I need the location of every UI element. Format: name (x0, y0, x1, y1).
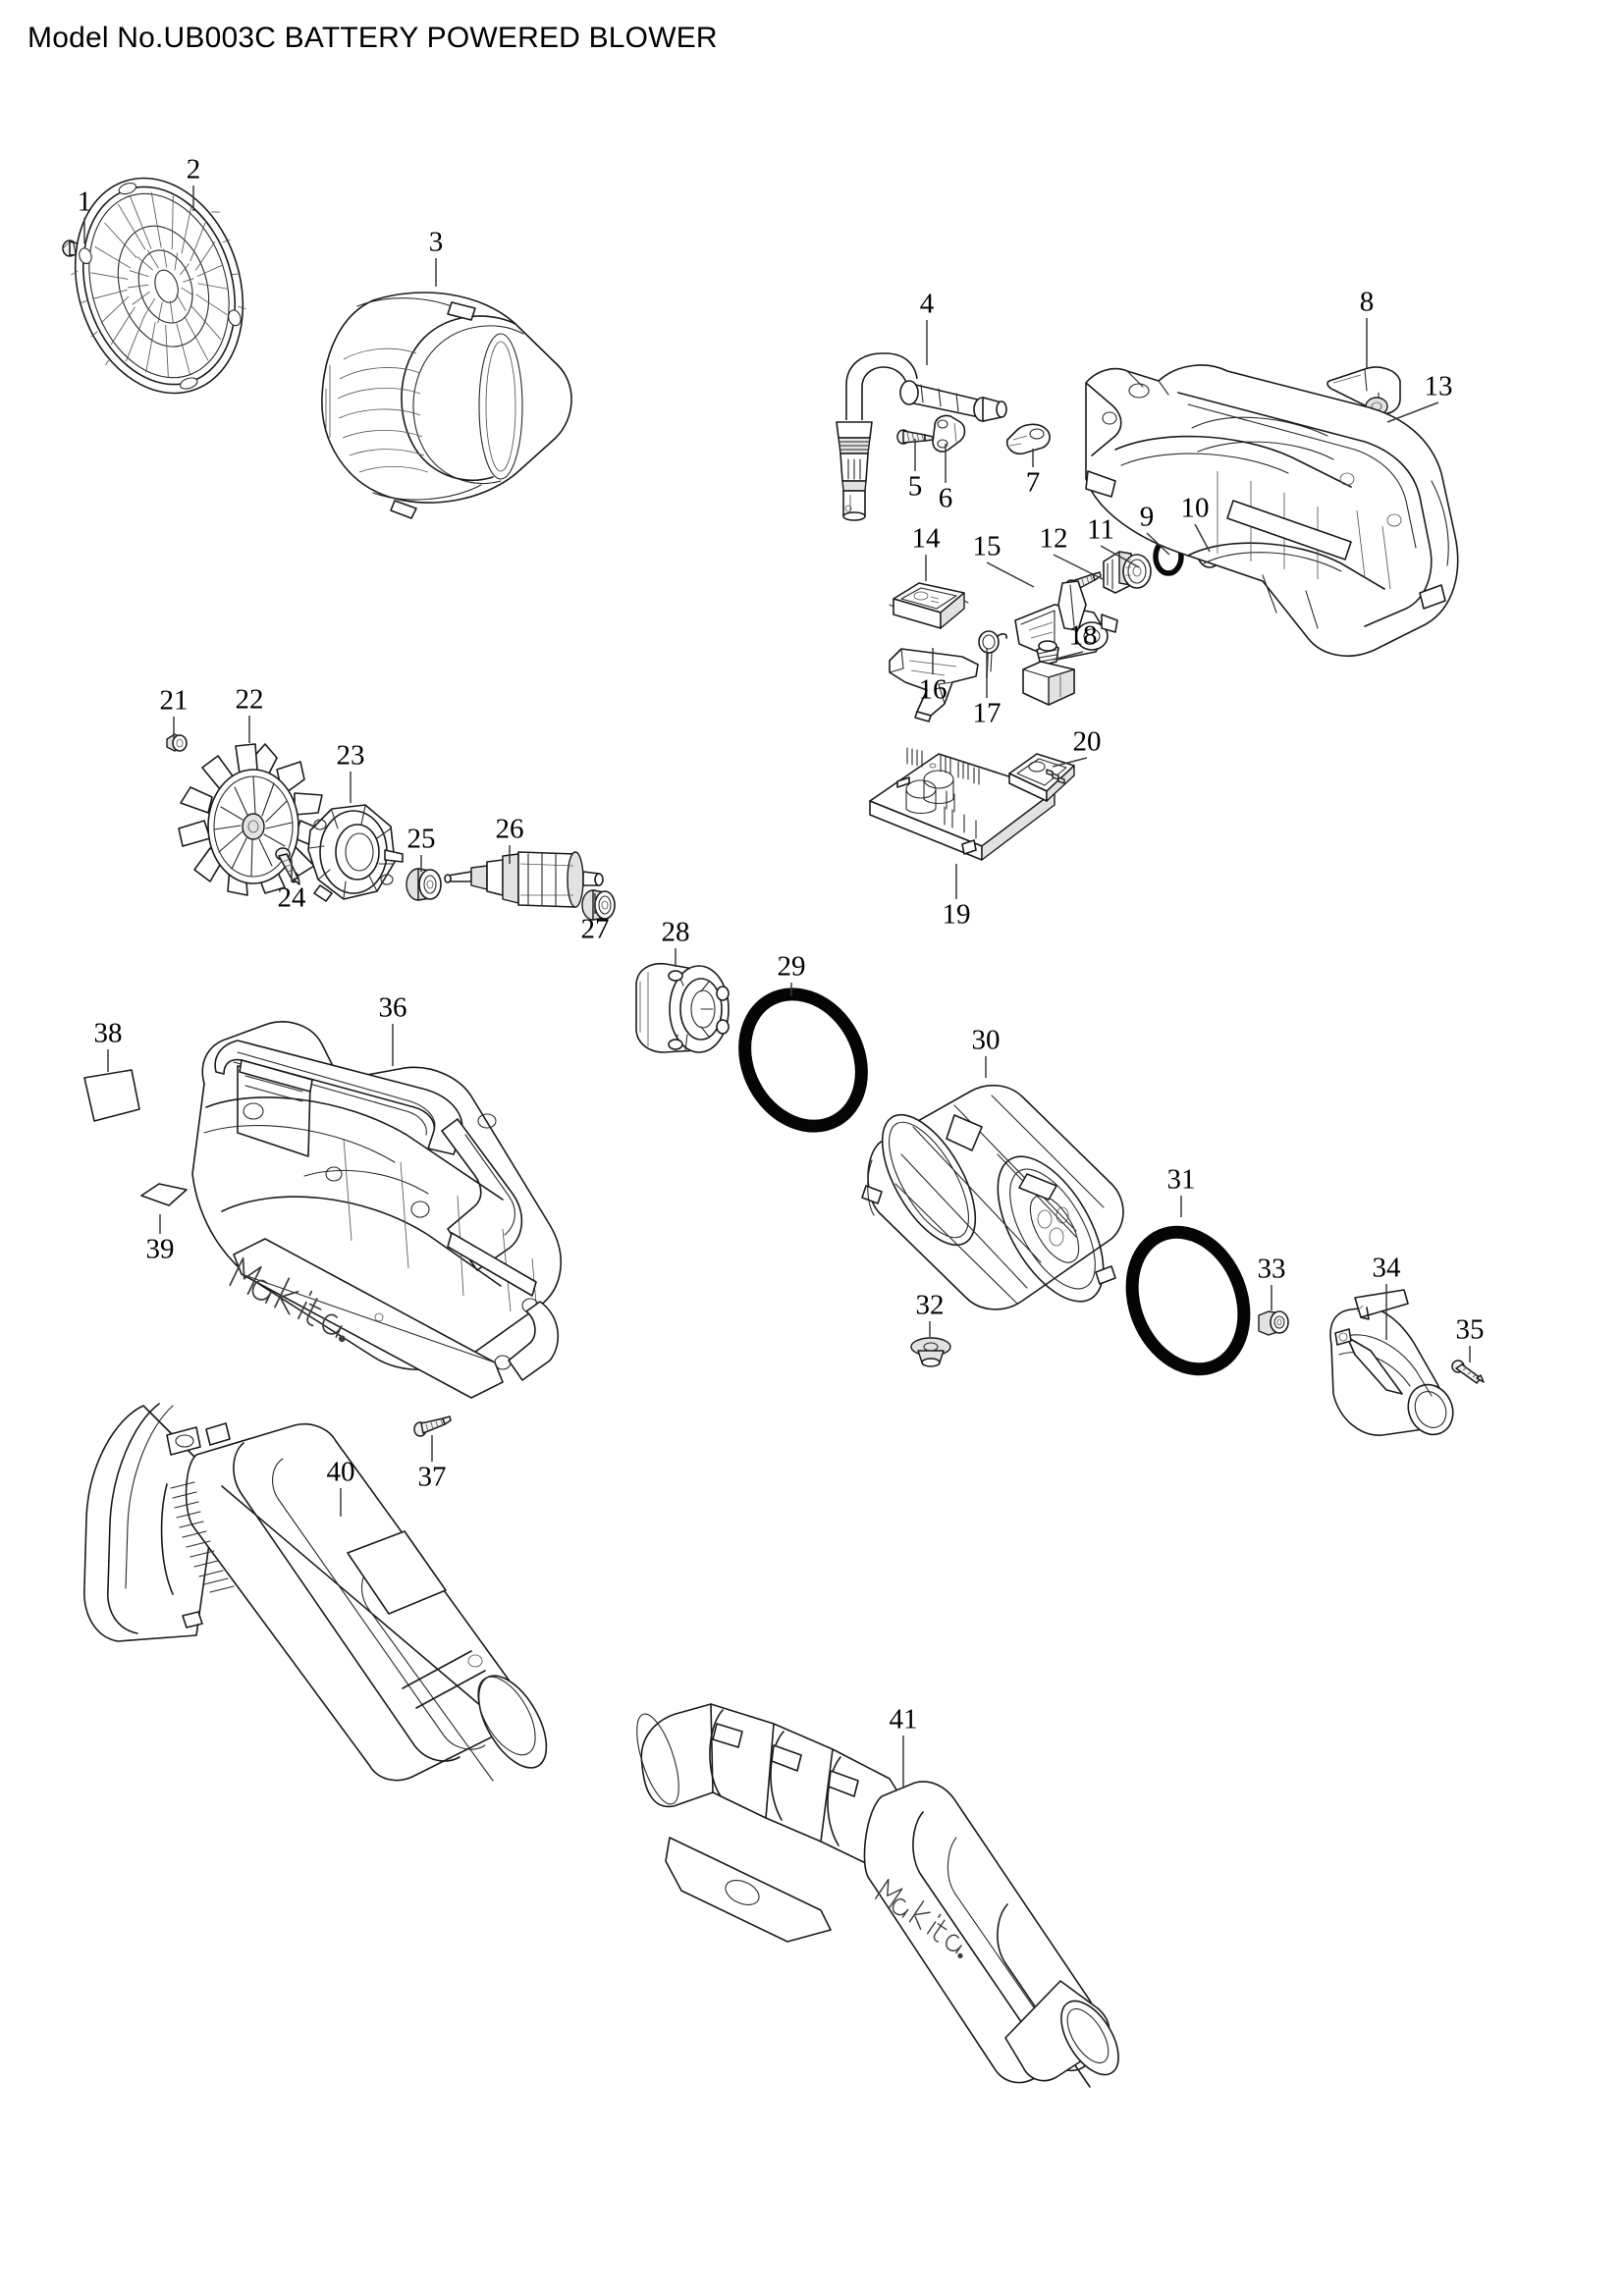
part-18-cable-grommet-block (1017, 636, 1082, 709)
part-26-armature-rotor (444, 846, 611, 925)
callout-number-41: 41 (889, 1703, 918, 1735)
part-32-rubber-plug (908, 1333, 953, 1368)
part-8-lock-off-lever (1322, 363, 1410, 424)
part-4-flexible-hose-assembly (825, 344, 1021, 521)
part-37-tapping-screw (412, 1414, 456, 1441)
part-22-impeller-fan (167, 736, 344, 913)
callout-number-35: 35 (1455, 1313, 1485, 1346)
part-33-rubber-bush (1253, 1306, 1292, 1341)
leader-line-13 (1386, 401, 1439, 423)
part-21-fan-nut (161, 730, 190, 756)
callout-number-40: 40 (326, 1456, 355, 1488)
part-29-o-ring-large (715, 982, 892, 1139)
page-title: Model No.UB003C BATTERY POWERED BLOWER (27, 22, 718, 54)
callout-number-5: 5 (907, 470, 923, 503)
callout-number-8: 8 (1359, 286, 1375, 318)
callout-number-28: 28 (661, 916, 690, 948)
leader-line-10 (1194, 523, 1211, 553)
callout-number-30: 30 (971, 1024, 1001, 1056)
callout-number-24: 24 (277, 881, 306, 914)
callout-number-36: 36 (378, 991, 407, 1024)
callout-number-2: 2 (186, 153, 201, 186)
leader-line-18 (1052, 651, 1084, 661)
leader-line-12 (1053, 554, 1104, 580)
part-2-intake-grille (61, 163, 257, 408)
callout-number-29: 29 (777, 950, 806, 983)
callout-number-18: 18 (1068, 619, 1098, 652)
callout-number-17: 17 (972, 697, 1001, 729)
part-38-warning-label (81, 1066, 145, 1127)
part-20-led-indicator-panel (1003, 748, 1082, 811)
part-19-controller-board (864, 736, 1060, 874)
part-13-right-housing-half (1070, 334, 1502, 658)
part-40-blower-pipe (49, 1370, 638, 1802)
callout-number-31: 31 (1166, 1163, 1196, 1196)
leader-line-15 (986, 561, 1035, 588)
part-14-control-panel-pad (888, 577, 972, 638)
callout-number-34: 34 (1372, 1252, 1401, 1284)
callout-number-13: 13 (1424, 370, 1453, 402)
callout-number-38: 38 (93, 1017, 123, 1049)
part-3-fan-housing-cover (304, 285, 579, 540)
callout-number-1: 1 (77, 186, 92, 218)
callout-number-10: 10 (1180, 492, 1210, 524)
part-7-hose-retainer (1003, 422, 1056, 455)
callout-number-27: 27 (580, 913, 610, 945)
leader-line-20 (1052, 757, 1088, 768)
part-39-rating-label (137, 1180, 192, 1215)
part-25-ball-bearing (403, 864, 446, 905)
part-28-stator-assembly (626, 960, 740, 1058)
callout-number-6: 6 (938, 482, 953, 514)
callout-number-32: 32 (915, 1289, 945, 1321)
callout-number-23: 23 (336, 739, 365, 772)
part-31-o-ring-large (1100, 1217, 1276, 1384)
callout-number-39: 39 (145, 1233, 175, 1265)
leader-line-9 (1146, 532, 1170, 556)
callout-number-21: 21 (159, 684, 189, 717)
part-16-switch-lever-bracket (884, 643, 992, 722)
part-35-tapping-screw (1451, 1357, 1490, 1386)
callout-number-19: 19 (942, 898, 971, 931)
callout-number-15: 15 (972, 530, 1001, 562)
callout-number-26: 26 (495, 813, 524, 845)
callout-number-4: 4 (919, 288, 935, 320)
callout-number-3: 3 (428, 226, 444, 258)
part-15-trigger-arm-assembly (1009, 579, 1127, 667)
part-36-left-housing-half (147, 1001, 609, 1423)
part-11-switch-trigger-module (1098, 546, 1159, 601)
callout-number-25: 25 (406, 823, 436, 855)
callout-number-33: 33 (1257, 1253, 1286, 1285)
callout-number-9: 9 (1139, 501, 1155, 533)
part-27-ball-bearing (579, 885, 621, 925)
part-23-bearing-retainer (293, 797, 410, 911)
callout-number-7: 7 (1025, 466, 1041, 499)
part-41-nozzle-extension (628, 1688, 1198, 2120)
callout-number-37: 37 (417, 1461, 447, 1493)
callout-number-22: 22 (235, 683, 264, 716)
callout-number-14: 14 (911, 522, 941, 555)
part-5-tapping-screw (895, 424, 939, 448)
part-30-motor-barrel-housing (844, 1070, 1159, 1345)
callout-number-16: 16 (918, 673, 947, 706)
callout-number-11: 11 (1087, 513, 1114, 546)
part-6-hose-clamp-bracket (927, 414, 970, 455)
part-24-tapping-screw (273, 846, 312, 887)
callout-number-20: 20 (1072, 725, 1102, 758)
callout-number-12: 12 (1039, 522, 1068, 555)
part-34-tail-cap-cover (1306, 1286, 1463, 1443)
leader-line-11 (1100, 545, 1140, 568)
